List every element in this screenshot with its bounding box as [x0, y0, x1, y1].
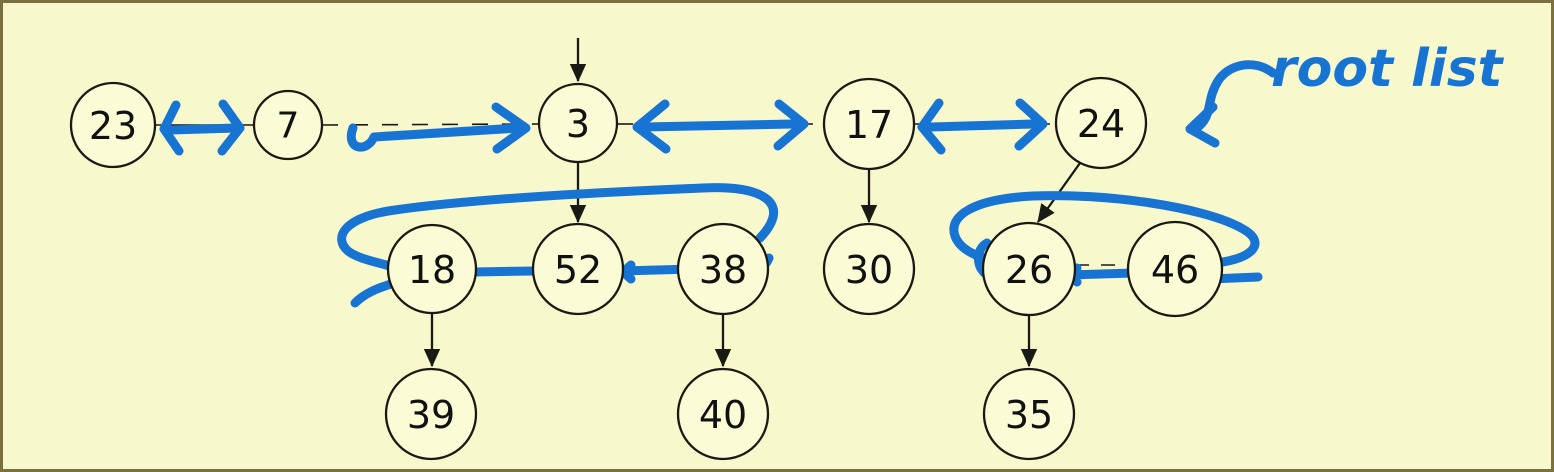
- node-circle-24: [1054, 76, 1148, 170]
- blue-loop-26-46: [949, 191, 1260, 269]
- node-circle-26: [981, 221, 1077, 317]
- node-circle-30: [822, 222, 916, 316]
- blue-arrowhead-left-17-24: [917, 98, 946, 155]
- blue-arrowhead-right-17-24: [1014, 98, 1048, 151]
- node-circle-39: [384, 367, 478, 461]
- blue-annotations: [159, 60, 1278, 308]
- blue-arrowhead-17-3: [632, 99, 671, 154]
- blue-root-list-arrowhead: [1185, 102, 1220, 148]
- blue-arrow-23-7: [166, 123, 241, 135]
- node-circle-23: [69, 81, 157, 169]
- blue-arrow-17-24: [926, 119, 1038, 132]
- node-circle-35: [982, 367, 1076, 461]
- blue-arrowhead-left-23-7: [159, 100, 184, 156]
- blue-arrowhead-7-3: [491, 102, 531, 154]
- blue-root-list-arrow: [1193, 60, 1278, 132]
- stub-7-3: [321, 123, 540, 126]
- node-circle-7: [252, 89, 324, 161]
- blue-arrowhead-52-38: [618, 260, 636, 284]
- node-circles: [69, 76, 1224, 461]
- blue-arrowhead-right-23-7: [217, 99, 245, 156]
- node-circle-17: [822, 77, 916, 171]
- node-circle-40: [676, 367, 770, 461]
- blue-link-26-46: [1064, 268, 1138, 280]
- node-circle-46: [1126, 220, 1224, 318]
- blue-link-18-52: [468, 266, 538, 277]
- root-list-annotation: root list: [1271, 39, 1503, 99]
- node-circle-18: [386, 223, 478, 315]
- blue-arrow-17-3: [638, 119, 798, 132]
- diagram-svg: [69, 38, 1278, 461]
- blue-arrow-7-3: [346, 123, 523, 152]
- blue-arrowhead-3-17: [773, 99, 809, 151]
- node-circle-52: [531, 222, 625, 316]
- node-circle-3: [537, 82, 619, 164]
- node-circle-38: [676, 222, 770, 316]
